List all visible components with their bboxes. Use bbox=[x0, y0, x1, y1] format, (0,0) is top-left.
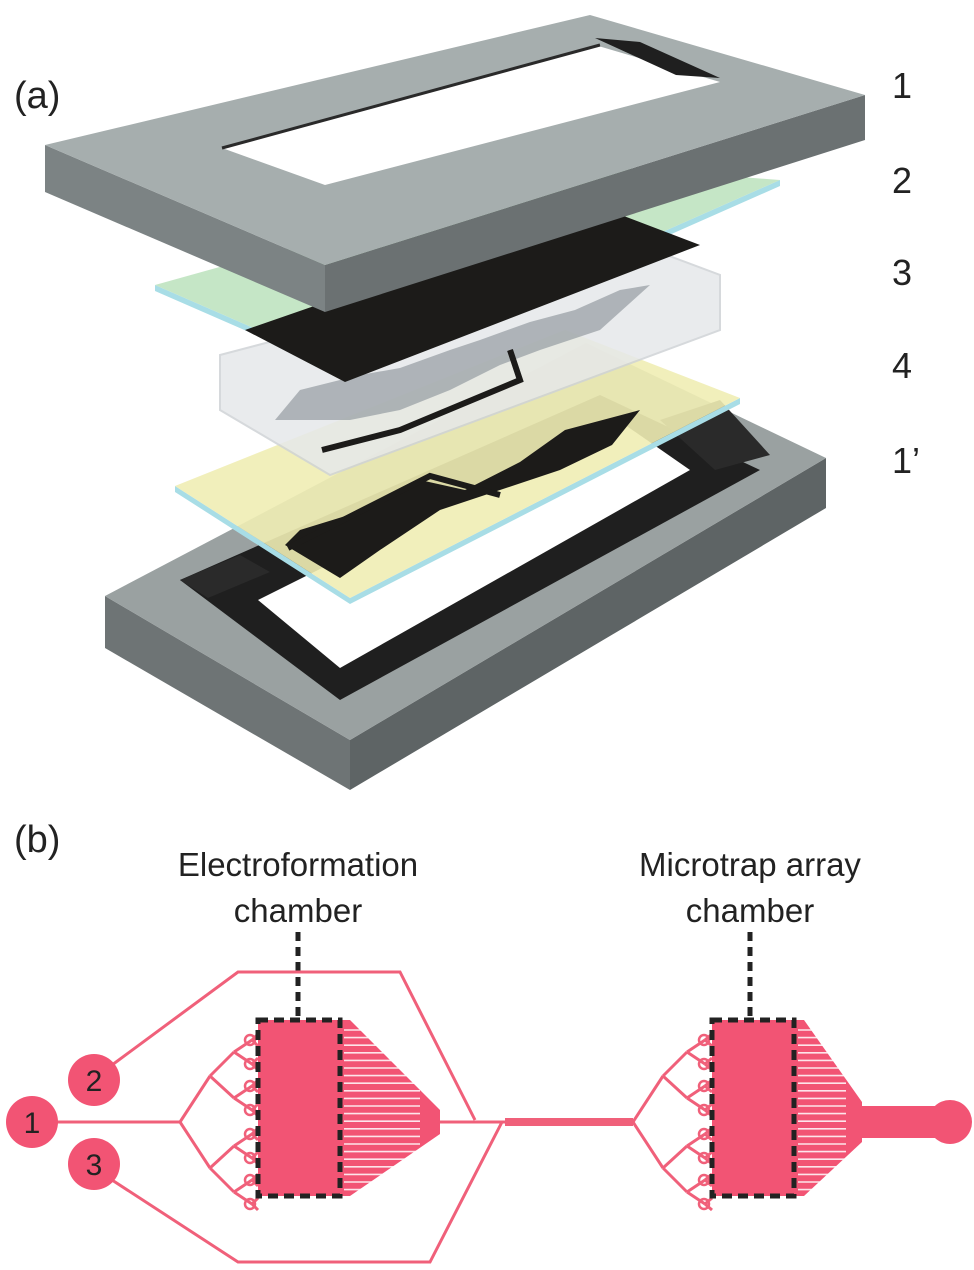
tree-branch bbox=[178, 1121, 212, 1169]
tree-branch bbox=[661, 1144, 689, 1170]
microtrap-label-line2: chamber bbox=[686, 892, 814, 929]
microtrap-chamber-outline bbox=[709, 1017, 797, 1199]
tree-branch bbox=[233, 1038, 253, 1054]
tree-junction bbox=[243, 1151, 257, 1165]
top-frame-slot bbox=[595, 38, 720, 78]
tree-junction bbox=[697, 1197, 711, 1211]
outlet-port bbox=[928, 1100, 972, 1144]
tree-branch bbox=[208, 1074, 236, 1100]
layer-top-frame bbox=[45, 15, 865, 312]
inlet-port-2-circle bbox=[68, 1054, 120, 1106]
tree-junction bbox=[243, 1197, 257, 1211]
bottom-frame-side bbox=[105, 596, 350, 790]
tree-branch bbox=[661, 1050, 689, 1078]
distribution-tree-electroformation bbox=[178, 1032, 260, 1212]
outlet-channel bbox=[862, 1106, 938, 1138]
top-frame-side bbox=[45, 145, 325, 312]
microtrap-array-lines bbox=[798, 1029, 846, 1191]
tree-branch bbox=[233, 1132, 253, 1148]
tree-branch bbox=[208, 1166, 236, 1194]
yellow-glass-lead bbox=[286, 472, 501, 551]
tree-junction bbox=[243, 1079, 257, 1093]
connecting-channel bbox=[505, 1118, 633, 1126]
bottom-frame-window-left-slot bbox=[180, 555, 270, 598]
tree-junction bbox=[243, 1033, 257, 1047]
top-frame-front bbox=[325, 95, 865, 312]
electroformation-chamber bbox=[258, 1020, 340, 1196]
panel-a-label: (a) bbox=[14, 75, 60, 117]
pdms-channel-line bbox=[321, 349, 524, 453]
tree-branch bbox=[631, 1075, 665, 1123]
tree-branch bbox=[233, 1050, 253, 1066]
tree-branch bbox=[233, 1096, 253, 1112]
inlet-port-1-label: 1 bbox=[24, 1107, 41, 1140]
lower-bypass-channel bbox=[111, 1121, 504, 1264]
top-frame-slot-line bbox=[221, 43, 601, 150]
tree-junction bbox=[243, 1103, 257, 1117]
tree-branch bbox=[208, 1050, 236, 1078]
distribution-tree-microtrap bbox=[631, 1032, 713, 1212]
inlet-port-2-label: 2 bbox=[86, 1065, 103, 1098]
layer-number-2: 2 bbox=[892, 160, 912, 201]
tree-branch bbox=[233, 1178, 253, 1194]
tree-branch bbox=[631, 1121, 665, 1169]
layer-number-1: 1 bbox=[892, 65, 912, 106]
pdms-channel-pattern bbox=[275, 285, 650, 420]
tree-junction bbox=[697, 1151, 711, 1165]
panel-b-label: (b) bbox=[14, 819, 60, 861]
tree-branch bbox=[686, 1084, 706, 1100]
tree-junction bbox=[243, 1127, 257, 1141]
tree-branch bbox=[661, 1166, 689, 1194]
layer-number-3: 3 bbox=[892, 252, 912, 293]
top-frame-window bbox=[222, 45, 720, 185]
tree-branch bbox=[178, 1075, 212, 1123]
inlet-port-3-label: 3 bbox=[86, 1149, 103, 1182]
tree-branch bbox=[208, 1144, 236, 1170]
tree-branch bbox=[686, 1144, 706, 1160]
tree-branch bbox=[686, 1178, 706, 1194]
tree-branch bbox=[686, 1132, 706, 1148]
electroformation-label-line2: chamber bbox=[234, 892, 362, 929]
tree-junction bbox=[243, 1057, 257, 1071]
upper-bypass-channel bbox=[111, 970, 477, 1121]
tree-branch bbox=[686, 1050, 706, 1066]
electroformation-outlet-lines bbox=[344, 1029, 420, 1191]
inlet-port-1: 1 bbox=[6, 1096, 58, 1148]
layer-number-1-prime: 1’ bbox=[892, 440, 920, 481]
electroformation-taper bbox=[340, 1020, 440, 1196]
inlet-port-3-circle bbox=[68, 1138, 120, 1190]
panel-a: (a) bbox=[14, 15, 920, 790]
tree-junction bbox=[697, 1079, 711, 1093]
tree-junction bbox=[697, 1057, 711, 1071]
tree-junction bbox=[697, 1127, 711, 1141]
tree-junction bbox=[697, 1173, 711, 1187]
tree-branch bbox=[686, 1038, 706, 1054]
layer-yellow-glass bbox=[175, 330, 740, 604]
inlet-port-2: 2 bbox=[68, 1054, 120, 1106]
tree-junction bbox=[243, 1173, 257, 1187]
layer-number-4: 4 bbox=[892, 345, 912, 386]
electroformation-label-line1: Electroformation bbox=[178, 846, 418, 883]
tree-junction bbox=[697, 1103, 711, 1117]
microtrap-chamber bbox=[712, 1020, 794, 1196]
inlet-port-3: 3 bbox=[68, 1138, 120, 1190]
panel-b: (b) Electroformation chamber Microtrap a… bbox=[6, 819, 972, 1264]
tree-branch bbox=[686, 1190, 706, 1206]
yellow-glass-electrode bbox=[285, 410, 640, 578]
bottom-frame-front bbox=[350, 458, 826, 790]
tree-branch bbox=[233, 1144, 253, 1160]
inlet-port-1-circle bbox=[6, 1096, 58, 1148]
tree-branch bbox=[233, 1084, 253, 1100]
microtrap-label-line1: Microtrap array bbox=[639, 846, 861, 883]
microtrap-taper bbox=[794, 1020, 862, 1196]
electroformation-chamber-outline bbox=[255, 1017, 343, 1199]
tree-junction bbox=[697, 1033, 711, 1047]
tree-branch bbox=[661, 1074, 689, 1100]
tree-branch bbox=[233, 1190, 253, 1206]
tree-branch bbox=[686, 1096, 706, 1112]
green-glass-electrode bbox=[245, 207, 700, 382]
